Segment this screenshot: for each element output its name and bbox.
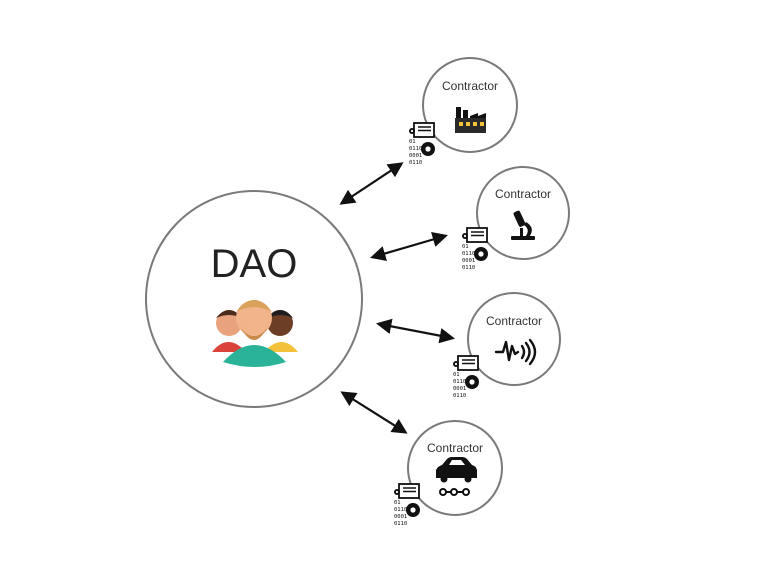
smart-contract-icon: 01 0110 0001 0110 <box>393 483 421 527</box>
contractor-label-3: Contractor <box>486 314 542 328</box>
contractor-node-1: Contractor <box>422 57 518 153</box>
code-line: 0001 <box>394 514 407 520</box>
code-line: 0110 <box>409 160 422 166</box>
smart-contract-icon: 01 0110 0001 0110 <box>408 122 436 166</box>
factory-icon <box>455 107 486 133</box>
code-line: 0110 <box>394 521 407 527</box>
contractor-label-1: Contractor <box>442 79 498 93</box>
dao-label: DAO <box>211 242 298 286</box>
dao-node: DAO <box>145 190 363 408</box>
signal-wave-icon <box>494 338 537 366</box>
code-line: 0001 <box>453 386 466 392</box>
code-line: 0110 <box>453 393 466 399</box>
contractor-node-3: Contractor <box>467 292 561 386</box>
code-line: 01 <box>462 244 469 250</box>
contractor-label-2: Contractor <box>495 187 551 201</box>
code-line: 0001 <box>462 258 475 264</box>
code-line: 0110 <box>453 379 466 385</box>
arrow-dao-contractor-2 <box>370 232 448 261</box>
smart-contract-icon: 01 0110 0001 0110 <box>452 355 480 399</box>
code-line: 0110 <box>462 265 475 271</box>
people-group-icon <box>212 300 298 367</box>
arrow-dao-contractor-3 <box>375 318 456 344</box>
code-line: 01 <box>453 372 460 378</box>
code-line: 0110 <box>394 507 407 513</box>
contractor-label-4: Contractor <box>427 441 483 455</box>
code-line: 0110 <box>409 146 422 152</box>
code-line: 01 <box>394 500 401 506</box>
arrow-dao-contractor-1 <box>339 162 404 205</box>
code-line: 0110 <box>462 251 475 257</box>
microscope-icon <box>511 210 535 240</box>
code-line: 0001 <box>409 153 422 159</box>
contractor-node-4: Contractor <box>407 420 503 516</box>
car-icon <box>436 457 477 496</box>
code-line: 01 <box>409 139 416 145</box>
arrow-dao-contractor-4 <box>340 391 408 434</box>
smart-contract-icon: 01 0110 0001 0110 <box>461 227 489 271</box>
contractor-node-2: Contractor <box>476 166 570 260</box>
